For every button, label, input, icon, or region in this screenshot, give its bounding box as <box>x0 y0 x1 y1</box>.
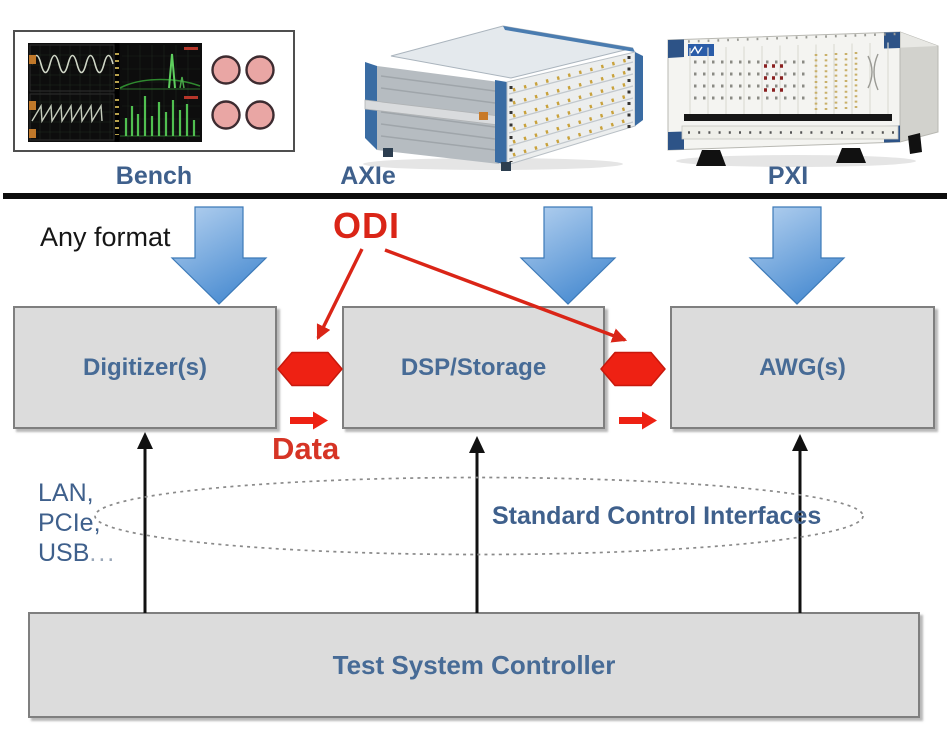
bench-label: Bench <box>115 162 193 190</box>
data-flow-arrow-right <box>619 411 657 430</box>
dsp-storage-box-label: DSP/Storage <box>400 353 547 381</box>
pcie-item: PCIe, <box>38 509 101 537</box>
usb-item: USB... <box>38 539 117 567</box>
data-label: Data <box>272 431 340 466</box>
any-format-label: Any format <box>40 222 171 252</box>
axie-label: AXIe <box>340 162 396 190</box>
dsp-storage-box: DSP/Storage <box>342 306 605 429</box>
odi-label: ODI <box>333 205 401 246</box>
awg-box-label: AWG(s) <box>759 353 846 381</box>
awg-box: AWG(s) <box>670 306 935 429</box>
test-system-controller-label: Test System Controller <box>332 649 616 680</box>
bench-instrument-photo <box>13 30 295 152</box>
pxi-chassis-photo <box>667 31 939 167</box>
data-flow-arrow-left <box>290 411 328 430</box>
control-arrow-dsp <box>469 436 485 613</box>
control-protocols-list: LAN, PCIe, USB... <box>38 478 116 568</box>
bench-knobs <box>211 55 275 130</box>
standard-control-interfaces-label: Standard Control Interfaces <box>492 502 822 530</box>
control-arrow-digitizer <box>137 432 153 613</box>
format-down-arrow-pxi <box>748 206 846 305</box>
pxi-label: PXI <box>767 162 809 190</box>
axie-chassis-photo <box>363 25 643 171</box>
test-system-controller-box: Test System Controller <box>28 612 920 718</box>
horizontal-divider <box>3 193 947 199</box>
oscilloscope-screen <box>28 43 202 142</box>
odi-hexagon-connector-left <box>277 351 343 387</box>
lan-item: LAN, <box>38 479 94 507</box>
format-down-arrow-bench <box>170 206 268 305</box>
digitizer-box: Digitizer(s) <box>13 306 277 429</box>
usb-ellipsis: ... <box>89 539 117 567</box>
digitizer-box-label: Digitizer(s) <box>82 353 207 381</box>
format-down-arrow-axie <box>519 206 617 305</box>
odi-hexagon-connector-right <box>600 351 666 387</box>
